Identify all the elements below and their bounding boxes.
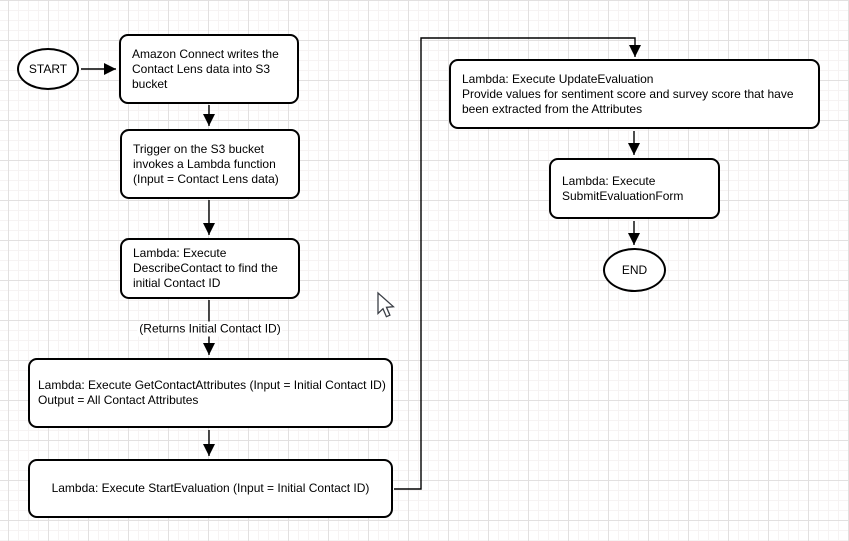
node-s3-trigger-label: Trigger on the S3 bucket invokes a Lambd… bbox=[133, 141, 279, 186]
node-s3-write-label: Amazon Connect writes the Contact Lens d… bbox=[132, 46, 279, 91]
node-s3-write[interactable]: Amazon Connect writes the Contact Lens d… bbox=[119, 34, 299, 104]
mouse-cursor-icon bbox=[377, 291, 395, 318]
node-start-evaluation-label: Lambda: Execute StartEvaluation (Input =… bbox=[51, 481, 370, 495]
start-node[interactable]: START bbox=[17, 48, 79, 90]
node-s3-trigger[interactable]: Trigger on the S3 bucket invokes a Lambd… bbox=[120, 129, 300, 199]
end-node[interactable]: END bbox=[603, 248, 666, 292]
node-submit-evaluation-form-label: Lambda: Execute SubmitEvaluationForm bbox=[562, 173, 684, 203]
node-start-evaluation[interactable]: Lambda: Execute StartEvaluation (Input =… bbox=[28, 459, 393, 518]
start-node-label: START bbox=[28, 61, 68, 76]
node-describe-contact[interactable]: Lambda: Execute DescribeContact to find … bbox=[120, 238, 300, 299]
edge-start-evaluation-to-update-evaluation[interactable] bbox=[394, 37, 641, 490]
node-submit-evaluation-form[interactable]: Lambda: Execute SubmitEvaluationForm bbox=[549, 158, 720, 219]
node-update-evaluation[interactable]: Lambda: Execute UpdateEvaluation Provide… bbox=[449, 59, 820, 129]
edge-label-returns-initial-contact-id[interactable]: (Returns Initial Contact ID) bbox=[137, 321, 283, 337]
end-node-label: END bbox=[621, 262, 648, 277]
node-describe-contact-label: Lambda: Execute DescribeContact to find … bbox=[133, 246, 278, 290]
node-get-contact-attributes[interactable]: Lambda: Execute GetContactAttributes (In… bbox=[28, 358, 393, 428]
node-get-contact-attributes-label: Lambda: Execute GetContactAttributes (In… bbox=[38, 378, 386, 407]
node-update-evaluation-label: Lambda: Execute UpdateEvaluation Provide… bbox=[462, 71, 794, 116]
